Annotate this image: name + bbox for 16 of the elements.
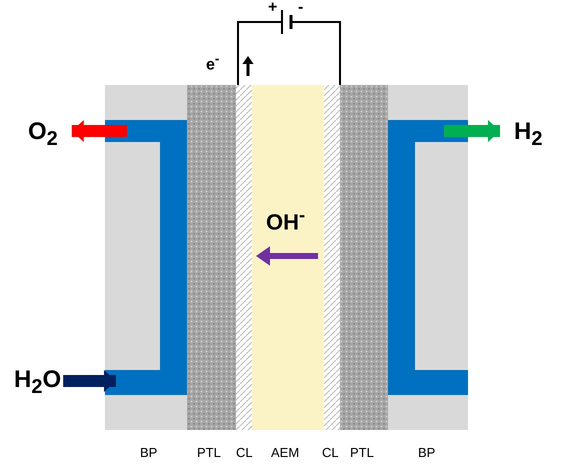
- ion-label: OH$^{-}$: [266, 206, 306, 234]
- layer-label: BP: [140, 446, 158, 459]
- polarity-sign: +: [268, 0, 278, 16]
- gas-label: O$_{2}$: [28, 120, 58, 149]
- arrow: [72, 120, 127, 142]
- layer-label: PTL: [350, 446, 374, 459]
- gas-label: H$_{2}$O: [14, 368, 62, 397]
- layer-label: CL: [236, 446, 253, 459]
- polarity-sign: -: [298, 0, 304, 16]
- gas-label: H$_{2}$: [514, 120, 542, 149]
- layer-label: BP: [418, 446, 436, 459]
- charge-label: e$^{-}$: [206, 52, 220, 74]
- arrow: [444, 120, 500, 142]
- layer-label: CL: [322, 446, 339, 459]
- layer-label: PTL: [197, 446, 221, 459]
- layer-label: AEM: [271, 446, 300, 459]
